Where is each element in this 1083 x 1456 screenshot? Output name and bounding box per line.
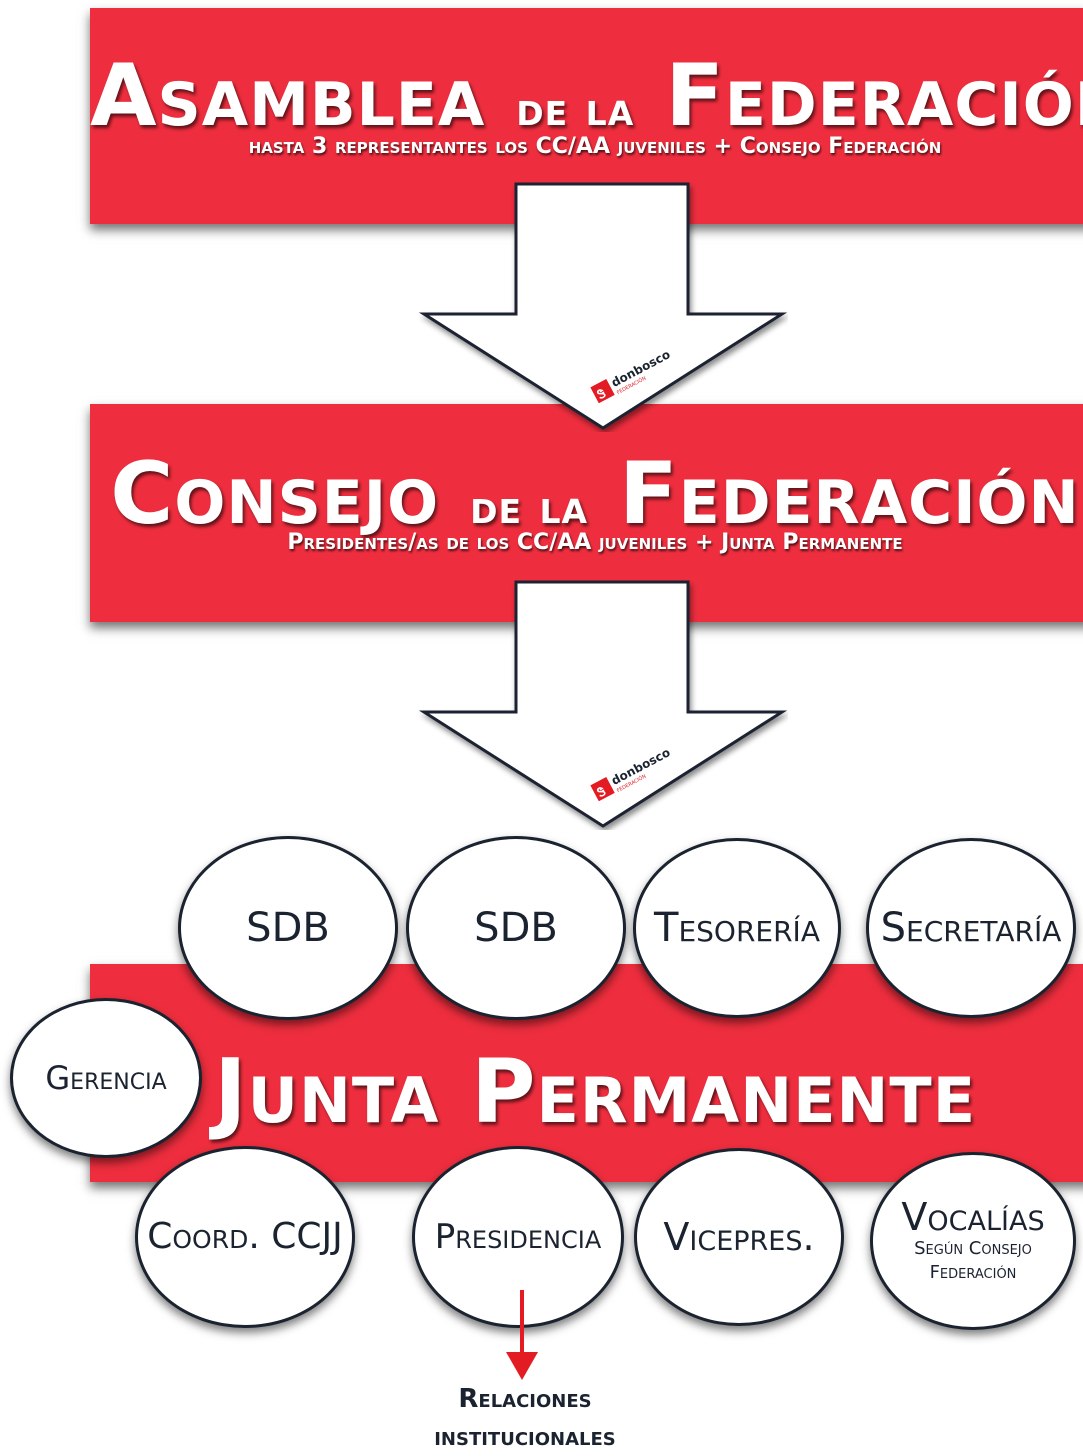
- member-label: SDB: [246, 905, 330, 951]
- member-label: Gerencia: [45, 1059, 167, 1097]
- member-label: SDB: [474, 905, 558, 951]
- member-circle-vocalias: Vocalías Según Consejo Federación: [870, 1152, 1076, 1330]
- asamblea-title-connector: de la: [516, 82, 635, 137]
- down-arrow-2: Ꮥ donbosco FEDERACIÓN: [418, 580, 788, 828]
- member-circle-sdb-2: SDB: [406, 836, 626, 1020]
- member-label: Vocalías: [901, 1195, 1045, 1239]
- member-circle-secretaria: Secretaría: [866, 838, 1076, 1018]
- member-sublabel: Federación: [929, 1262, 1017, 1283]
- member-label: Presidencia: [434, 1217, 602, 1257]
- relaciones-line-1: Relaciones: [458, 1384, 592, 1414]
- red-down-arrow-icon: [506, 1290, 538, 1380]
- consejo-title: Consejo de la Federación: [90, 444, 1083, 558]
- asamblea-title-word-1: Asamblea: [90, 46, 486, 146]
- member-circle-gerencia: Gerencia: [10, 998, 202, 1158]
- member-circle-tesoreria: Tesorería: [633, 838, 841, 1018]
- member-circle-coord-ccjj: Coord. CCJJ: [135, 1146, 355, 1328]
- asamblea-title-word-2: Federación: [665, 46, 1083, 146]
- member-label: Coord. CCJJ: [147, 1216, 343, 1257]
- member-circle-vicepres: Vicepres.: [634, 1148, 844, 1326]
- asamblea-title: Asamblea de la Federación: [90, 46, 1083, 160]
- member-sublabel: Según Consejo: [914, 1238, 1032, 1259]
- down-arrow-1: Ꮥ donbosco FEDERACIÓN: [418, 182, 788, 430]
- member-label: Secretaría: [880, 905, 1062, 951]
- junta-title: Junta Permanente: [213, 1040, 977, 1143]
- consejo-title-word-1: Consejo: [110, 444, 440, 544]
- consejo-title-connector: de la: [470, 480, 589, 535]
- asamblea-banner: Asamblea de la Federación hasta 3 repres…: [90, 8, 1083, 224]
- member-label: Tesorería: [654, 905, 820, 951]
- relaciones-line-2: institucionales: [434, 1422, 616, 1452]
- consejo-title-word-2: Federación: [619, 444, 1080, 544]
- member-label: Vicepres.: [663, 1215, 815, 1259]
- relaciones-institucionales-label: Relaciones institucionales: [400, 1380, 650, 1456]
- asamblea-subtitle: hasta 3 representantes los CC/AA juvenil…: [248, 134, 942, 159]
- member-circle-presidencia: Presidencia: [412, 1146, 624, 1328]
- member-circle-sdb-1: SDB: [178, 836, 398, 1020]
- consejo-subtitle: Presidentes/as de los CC/AA juveniles + …: [287, 530, 903, 555]
